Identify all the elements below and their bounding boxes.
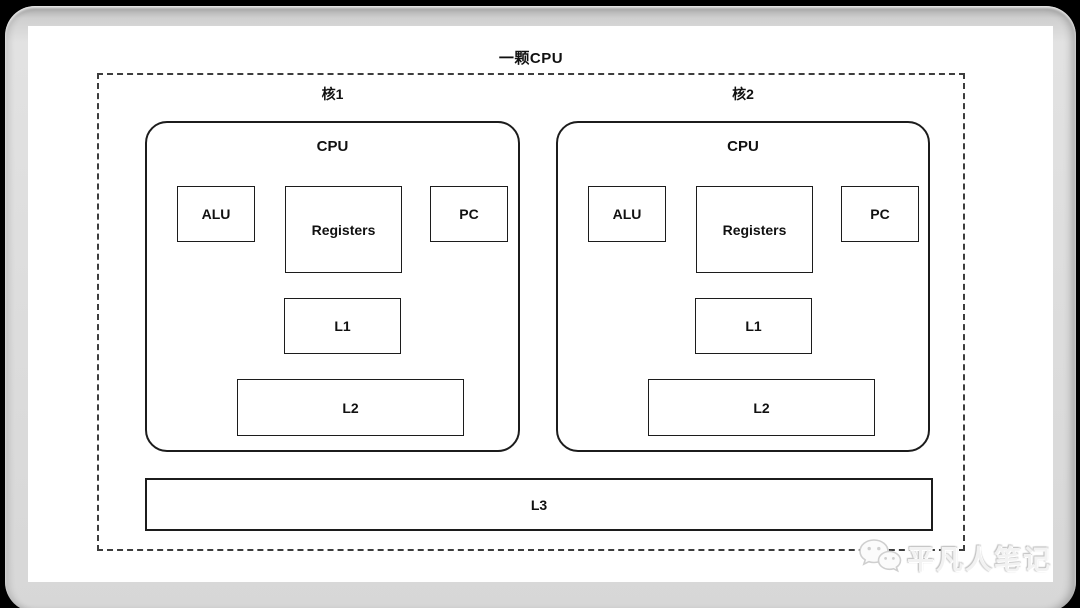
core2-alu-box: ALU bbox=[588, 186, 666, 242]
core2-registers-box: Registers bbox=[696, 186, 813, 273]
core1-label: 核1 bbox=[321, 86, 344, 102]
core1-registers-box: Registers bbox=[285, 186, 402, 273]
cpu-package-boundary bbox=[97, 73, 965, 551]
core2-pc-box: PC bbox=[841, 186, 919, 242]
core2-l1-cache-box: L1 bbox=[695, 298, 812, 354]
watermark: 平凡人笔记 bbox=[858, 537, 1052, 577]
cpu-package-title: 一颗CPU bbox=[498, 50, 564, 67]
core1-l1-cache-box: L1 bbox=[284, 298, 401, 354]
wechat-icon bbox=[859, 539, 902, 573]
core2-l2-cache-box: L2 bbox=[648, 379, 875, 436]
core1-pc-box: PC bbox=[430, 186, 508, 242]
core2-cpu-label: CPU bbox=[727, 138, 759, 155]
core1-alu-box: ALU bbox=[177, 186, 255, 242]
core1-box: CPU ALU Registers PC L1 L2 bbox=[145, 121, 520, 452]
core2-label: 核2 bbox=[732, 86, 754, 102]
core1-cpu-label: CPU bbox=[316, 138, 349, 155]
core1-l2-cache-box: L2 bbox=[237, 379, 464, 436]
watermark-text: 平凡人笔记 bbox=[907, 544, 1052, 575]
l3-cache-box: L3 bbox=[145, 478, 933, 531]
core2-box: CPU ALU Registers PC L1 L2 bbox=[556, 121, 930, 452]
